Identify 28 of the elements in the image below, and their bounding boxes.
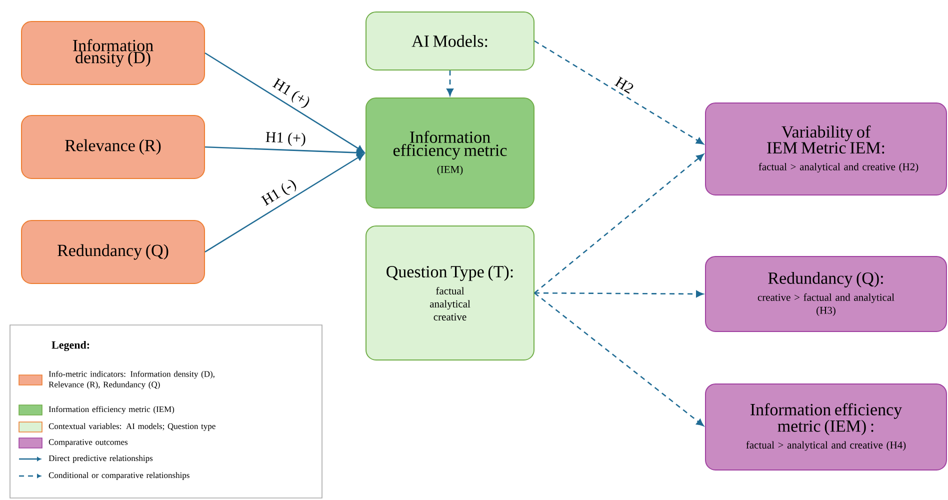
arrow — [534, 290, 704, 298]
context-box: AI Models: — [366, 12, 534, 70]
outcome-box: Information efficiency metric (IEM) : factual > analytical and creative (H4) — [705, 383, 947, 470]
metric-box: Information efficiency metric (IEM) — [366, 98, 534, 208]
legend-title: Legend: — [52, 340, 90, 352]
outcome-box: Variability of IEM Metric IEM: factual > analytical and creative (H2) — [705, 102, 947, 196]
edge-label: H1 (+) — [268, 76, 314, 112]
arrow — [204, 52, 364, 152]
indicator-box: Relevance (R) — [21, 115, 205, 179]
edge-label: H2 — [612, 74, 636, 96]
legend-text: Information efficiency metric (IEM) — [48, 406, 174, 414]
arrow — [534, 154, 704, 294]
legend-text: Comparative outcomes — [48, 439, 128, 447]
arrow — [534, 292, 704, 426]
edge-label: H1 (-) — [258, 176, 300, 210]
edge-label: H1 (+) — [264, 130, 308, 148]
arrow — [204, 146, 364, 156]
context-box: Question Type (T): factual analytical creative — [366, 225, 534, 360]
arrow — [446, 70, 454, 96]
arrow — [204, 154, 364, 253]
indicator-box: Redundancy (Q) — [21, 220, 205, 284]
outcome-box: Redundancy (Q): creative > factual and analytical (H3) — [705, 256, 947, 332]
legend-text: Contextual variables: AI models; Question type — [48, 423, 216, 431]
legend-text: Conditional or comparative relationships — [48, 472, 190, 480]
indicator-box: Information density (D) — [21, 21, 205, 85]
legend-text: Info-metric indicators: Information density (D), Relevance (R), Redundancy (Q) — [48, 370, 214, 390]
arrow — [534, 40, 704, 144]
legend-text: Direct predictive relationships — [48, 455, 153, 463]
